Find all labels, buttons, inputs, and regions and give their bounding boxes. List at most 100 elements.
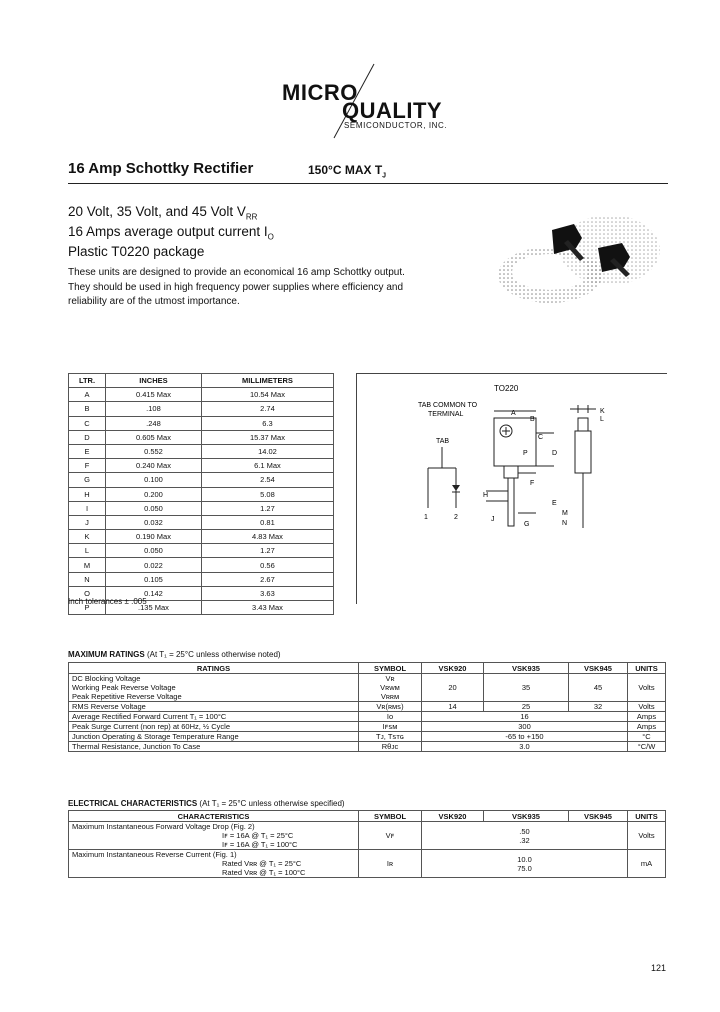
max-cell-vsk935: 35 bbox=[483, 673, 569, 702]
max-row: Junction Operating & Storage Temperature… bbox=[68, 731, 666, 742]
tab-label-1: TAB COMMON TO bbox=[418, 402, 478, 409]
max-cell-rating: Peak Surge Current (non rep) at 60Hz, ½ … bbox=[68, 721, 359, 732]
dim-letter-j: J bbox=[491, 516, 495, 523]
max-cell-value: 3.0 bbox=[421, 741, 628, 752]
elec-char-name: Maximum Instantaneous Forward Voltage Dr… bbox=[72, 822, 255, 831]
elec-header-vsk945: VSK945 bbox=[568, 810, 628, 822]
elec-cell-char: Maximum Instantaneous Reverse Current (F… bbox=[68, 849, 359, 878]
dim-cell-ltr: B bbox=[68, 401, 106, 417]
dim-cell-ltr: E bbox=[68, 443, 106, 460]
elec-header-symbol: SYMBOL bbox=[358, 810, 422, 822]
elec-cell-symbol: Vꜰ bbox=[358, 821, 422, 850]
max-cell-vsk945: 32 bbox=[568, 701, 628, 712]
dim-cell-ltr: A bbox=[68, 387, 106, 403]
max-cell-vsk945: 45 bbox=[568, 673, 628, 702]
dim-cell-mm: 3.63 bbox=[200, 585, 335, 602]
max-cell-units: Amps bbox=[627, 721, 666, 732]
dim-cell-mm: 15.37 Max bbox=[200, 429, 335, 445]
dim-cell-ltr: H bbox=[68, 486, 106, 502]
elec-header-vsk935: VSK935 bbox=[483, 810, 569, 822]
elec-char-name: Maximum Instantaneous Reverse Current (F… bbox=[72, 850, 237, 859]
dim-cell-inches: 0.605 Max bbox=[105, 429, 202, 445]
logo-quality: QUALITY bbox=[342, 98, 443, 123]
dim-cell-mm: 3.43 Max bbox=[200, 599, 335, 616]
max-row: Average Rectified Forward Current T₁ = 1… bbox=[68, 711, 666, 722]
max-header-vsk920: VSK920 bbox=[421, 662, 484, 674]
dim-cell-mm: 14.02 bbox=[200, 443, 335, 460]
dim-letter-k: K bbox=[600, 408, 605, 415]
max-cell-units: °C bbox=[627, 731, 666, 742]
dim-letter-e: E bbox=[552, 500, 557, 507]
max-cell-value: 300 bbox=[421, 721, 628, 732]
dim-letter-b: B bbox=[530, 416, 535, 423]
max-cell-rating: Average Rectified Forward Current T₁ = 1… bbox=[68, 711, 359, 722]
product-photo bbox=[498, 215, 660, 303]
dim-letter-d: D bbox=[552, 450, 557, 457]
elec-table: CHARACTERISTICS SYMBOL VSK920 VSK935 VSK… bbox=[68, 810, 666, 878]
dim-cell-mm: 10.54 Max bbox=[200, 387, 335, 403]
dim-letter-l: L bbox=[600, 416, 604, 423]
dim-cell-ltr: D bbox=[68, 429, 106, 445]
dim-cell-mm: 1.27 bbox=[200, 500, 335, 516]
max-cell-rating: DC Blocking Voltage Working Peak Reverse… bbox=[68, 673, 359, 702]
logo-semiconductor: SEMICONDUCTOR, INC. bbox=[344, 121, 448, 130]
max-cell-units: Volts bbox=[627, 673, 666, 702]
dim-cell-ltr: M bbox=[68, 557, 106, 573]
dim-letter-a: A bbox=[511, 410, 516, 417]
dim-letter-c: C bbox=[538, 434, 543, 441]
dim-cell-ltr: J bbox=[68, 514, 106, 531]
elec-char-cond: Iꜰ = 16A @ T₁ = 25°C Iꜰ = 16A @ T₁ = 100… bbox=[222, 831, 298, 849]
elec-heading: ELECTRICAL CHARACTERISTICS (At T₁ = 25°C… bbox=[68, 799, 345, 808]
dim-letter-m: M bbox=[562, 510, 568, 517]
dim-cell-ltr: K bbox=[68, 529, 106, 545]
dim-cell-ltr: G bbox=[68, 472, 106, 488]
dim-cell-ltr: P bbox=[68, 599, 106, 616]
dim-cell-inches: 0.190 Max bbox=[105, 529, 202, 545]
dim-letter-f: F bbox=[530, 480, 534, 487]
dim-letter-h: H bbox=[483, 492, 488, 499]
elec-cell-value: .50 .32 bbox=[421, 821, 628, 850]
dim-cell-ltr: C bbox=[68, 415, 106, 431]
package-name: TO220 bbox=[494, 384, 519, 393]
dim-cell-mm: 2.54 bbox=[200, 472, 335, 488]
max-cell-value: -65 to +150 bbox=[421, 731, 628, 742]
max-cell-rating: RMS Reverse Voltage bbox=[68, 701, 359, 712]
dim-cell-inches: 0.032 bbox=[105, 514, 202, 531]
dim-letter-n: N bbox=[562, 520, 567, 527]
max-cell-vsk920: 14 bbox=[421, 701, 484, 712]
max-cell-rating: Thermal Resistance, Junction To Case bbox=[68, 741, 359, 752]
feature-current: 16 Amps average output current IO bbox=[68, 224, 274, 242]
max-cell-units: Volts bbox=[627, 701, 666, 712]
max-header-units: UNITS bbox=[627, 662, 666, 674]
max-cell-symbol: Rθᴊᴄ bbox=[358, 741, 422, 752]
dim-cell-mm: 4.83 Max bbox=[200, 529, 335, 545]
dim-cell-inches: .135 Max bbox=[105, 599, 202, 616]
max-cell-units: °C/W bbox=[627, 741, 666, 752]
dim-cell-mm: 5.08 bbox=[200, 486, 335, 502]
feature-package: Plastic T0220 package bbox=[68, 244, 205, 259]
dim-cell-ltr: L bbox=[68, 543, 106, 559]
dim-cell-mm: 0.56 bbox=[200, 557, 335, 573]
dim-cell-inches: .108 bbox=[105, 401, 202, 417]
dim-cell-inches: 0.105 bbox=[105, 571, 202, 587]
dim-header-inches: INCHES bbox=[105, 372, 202, 389]
elec-header-char: CHARACTERISTICS bbox=[68, 810, 359, 822]
elec-char-cond: Rated Vʀʀ @ T₁ = 25°C Rated Vʀʀ @ T₁ = 1… bbox=[222, 859, 306, 877]
dim-cell-inches: 0.240 Max bbox=[105, 458, 202, 474]
dim-cell-ltr: F bbox=[68, 458, 106, 474]
max-cell-vsk920: 20 bbox=[421, 673, 484, 702]
